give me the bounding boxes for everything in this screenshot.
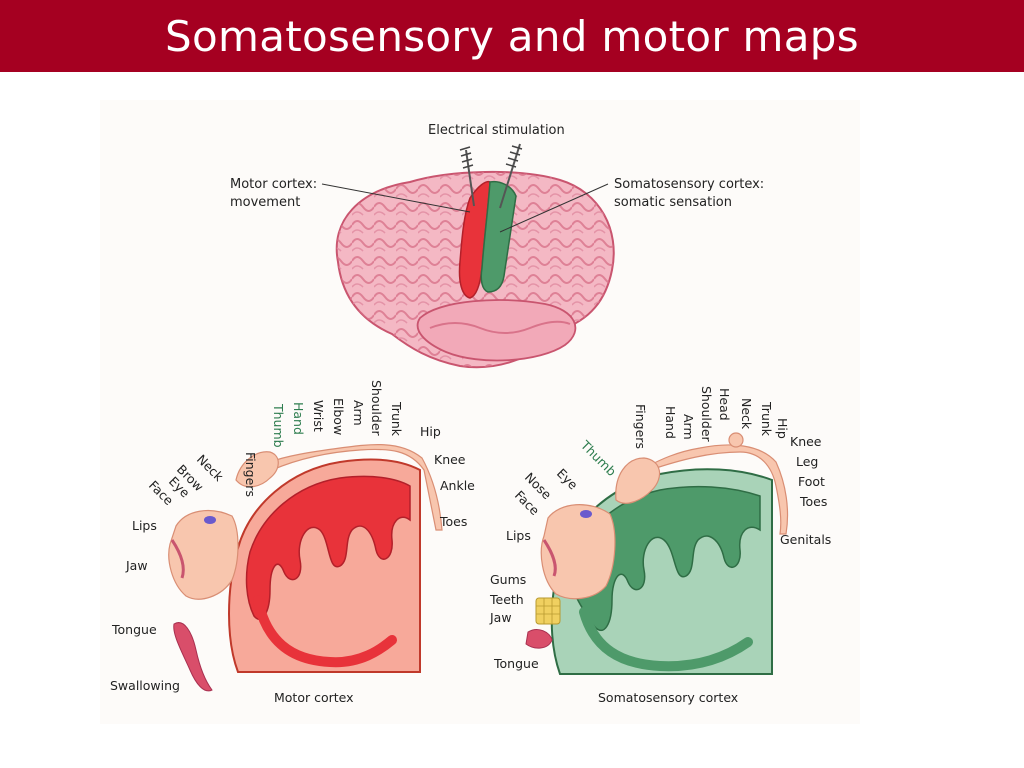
- motor-label-arm: Arm: [351, 400, 366, 426]
- motor-label-trunk: Trunk: [389, 401, 404, 437]
- motor-label-elbow: Elbow: [331, 398, 346, 435]
- sensory-label-shoulder: Shoulder: [699, 386, 714, 443]
- sensory-label-arm: Arm: [681, 414, 696, 440]
- sensory-teeth: [535, 597, 561, 625]
- brain-temporal-lobe: [416, 299, 577, 362]
- electrode-right: [499, 143, 523, 209]
- motor-hand: [235, 451, 279, 488]
- motor-body: [269, 444, 443, 531]
- motor-label-hand: Hand: [291, 402, 306, 435]
- sensory-label-hand: Hand: [663, 406, 678, 439]
- sensory-label-genitals: Genitals: [780, 532, 831, 547]
- electrode-left: [459, 146, 475, 207]
- sensory-label-fingers: Fingers: [633, 404, 648, 449]
- sensory-label-leg: Leg: [796, 454, 818, 469]
- motor-label-jaw: Jaw: [125, 558, 148, 573]
- sensory-label-toes: Toes: [799, 494, 827, 509]
- motor-homunculus: [168, 444, 443, 692]
- sensory-hand: [615, 457, 661, 504]
- brain-illustration: [321, 143, 615, 369]
- motor-tongue: [173, 622, 213, 692]
- sensory-label-tongue: Tongue: [493, 656, 539, 671]
- motor-label-ankle: Ankle: [440, 478, 475, 493]
- sensory-label-thumb: Thumb: [577, 437, 619, 479]
- sensory-label-foot: Foot: [798, 474, 825, 489]
- label-motor-cortex: Motor cortex:: [230, 177, 317, 192]
- motor-label-thumb: Thumb: [271, 403, 286, 448]
- label-movement: movement: [230, 195, 300, 210]
- slide-title: Somatosensory and motor maps: [165, 11, 859, 61]
- sensory-label-eye: Eye: [554, 466, 581, 493]
- sensory-homunculus: [525, 432, 789, 675]
- sensory-map-caption: Somatosensory cortex: [598, 690, 738, 705]
- sensory-label-jaw: Jaw: [489, 610, 512, 625]
- sensory-cortex-gray-matter: [570, 485, 761, 632]
- sensory-label-head: Head: [717, 388, 732, 421]
- motor-face: [168, 509, 239, 600]
- motor-label-hip: Hip: [420, 424, 441, 439]
- motor-label-fingers: Fingers: [243, 452, 258, 497]
- sensory-head: [728, 432, 744, 448]
- motor-label-toes: Toes: [439, 514, 467, 529]
- sensory-body: [647, 444, 789, 535]
- label-somatic-sensation: somatic sensation: [614, 195, 732, 210]
- sensory-label-gums: Gums: [490, 572, 526, 587]
- motor-map-caption: Motor cortex: [274, 690, 354, 705]
- label-somatosensory-cortex: Somatosensory cortex:: [614, 177, 764, 192]
- label-electrical-stimulation: Electrical stimulation: [428, 123, 565, 138]
- title-bar: Somatosensory and motor maps: [0, 0, 1024, 72]
- motor-label-tongue: Tongue: [111, 622, 157, 637]
- motor-label-knee: Knee: [434, 452, 466, 467]
- sensory-label-knee: Knee: [790, 434, 822, 449]
- motor-label-swallowing: Swallowing: [110, 678, 180, 693]
- sensory-face: [540, 504, 616, 600]
- motor-cortex-gray-matter: [245, 475, 411, 620]
- sensory-label-hip: Hip: [775, 418, 790, 439]
- motor-label-lips: Lips: [132, 518, 157, 533]
- sensory-label-neck: Neck: [739, 398, 754, 430]
- sensory-tongue: [525, 629, 553, 649]
- sensory-label-lips: Lips: [506, 528, 531, 543]
- motor-label-shoulder: Shoulder: [369, 380, 384, 437]
- sensory-strip: [480, 180, 517, 293]
- motor-label-wrist: Wrist: [311, 400, 326, 432]
- sensory-label-trunk: Trunk: [759, 401, 774, 437]
- sensory-label-teeth: Teeth: [489, 592, 524, 607]
